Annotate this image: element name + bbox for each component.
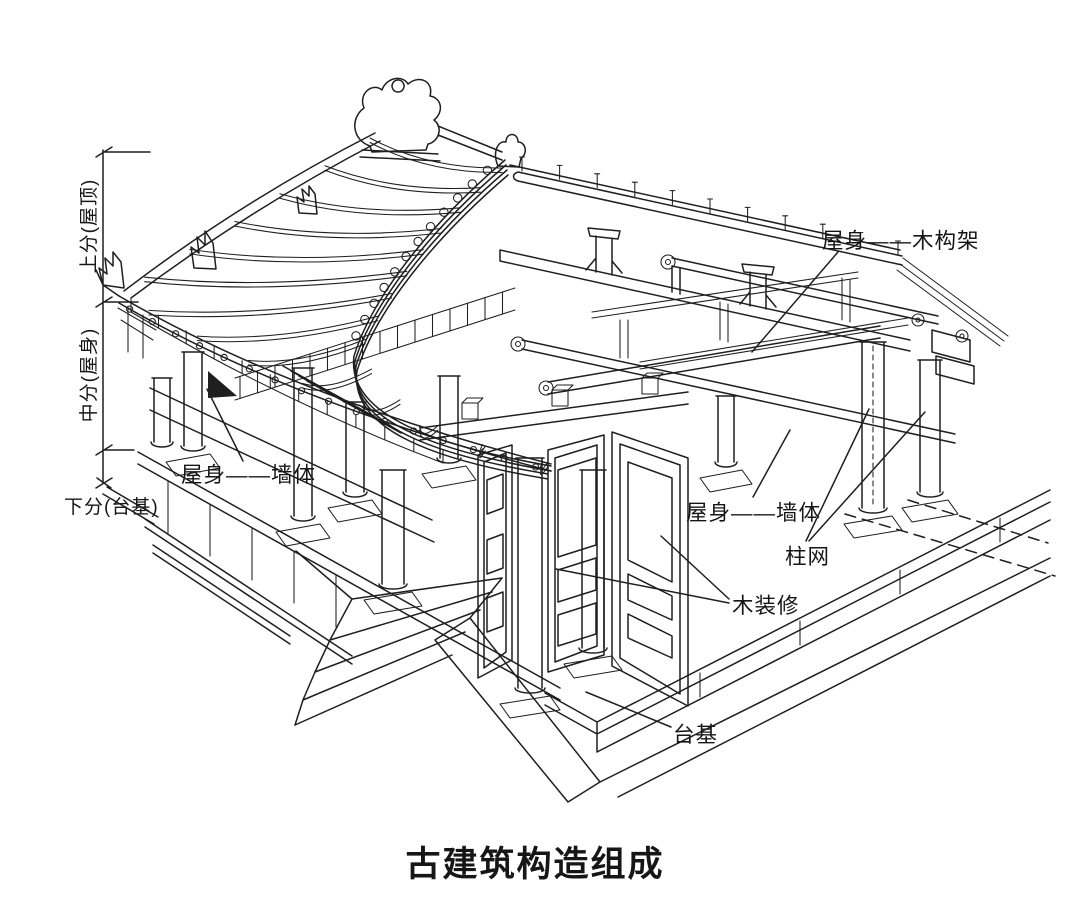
wall-joint-ticks	[167, 480, 337, 628]
mid-purlin	[671, 257, 939, 325]
label-wall-right: 屋身——墙体	[686, 501, 821, 525]
corner-bracket	[117, 306, 157, 359]
walls	[137, 387, 561, 701]
lattice-doors	[477, 431, 689, 707]
timber-frame	[419, 156, 1009, 444]
platform-right-joints	[699, 517, 1001, 698]
tiled-roof	[95, 77, 552, 480]
eave-corner-beast	[95, 251, 125, 297]
frame-struts	[619, 277, 851, 359]
label-column-grid: 柱网	[785, 545, 830, 569]
diagram-title: 古建筑构造组成	[405, 845, 664, 884]
beam-end-blocks	[931, 329, 975, 385]
ridge-crest-icon	[494, 133, 526, 168]
roof-decorations	[125, 165, 540, 471]
tie-beam-main	[547, 325, 881, 395]
columns	[150, 341, 959, 719]
front-architrave	[419, 391, 689, 441]
tie-beam-3	[639, 317, 909, 370]
leader-lines	[206, 251, 926, 728]
wall-base-rail	[137, 451, 561, 701]
tie-beam-2	[591, 271, 859, 319]
architrave-blocks	[461, 372, 664, 420]
door-leaf-b	[547, 434, 605, 673]
column-grid-dashed	[844, 499, 1056, 577]
ridge-purlin	[509, 164, 903, 266]
bracket-band	[130, 311, 444, 464]
purlin-pegs	[518, 156, 902, 256]
dim-label-base-section: 下分(台基)	[64, 496, 159, 518]
dimension-line	[95, 146, 159, 525]
tile-rows	[144, 137, 549, 476]
ground-right-edges	[599, 557, 1051, 798]
stair-left-edge	[294, 598, 353, 726]
label-wood-decoration: 木装修	[732, 594, 800, 618]
short-post-2	[739, 263, 777, 310]
label-wall-left: 屋身——墙体	[181, 463, 316, 487]
door-leaf-a	[477, 444, 513, 679]
eave-purlin	[521, 339, 956, 444]
lower-tier-edges	[144, 518, 353, 665]
ridge-ornament-icon	[354, 77, 503, 162]
short-post-1	[585, 227, 623, 276]
door-leaf-c	[611, 431, 689, 707]
wall-top-edge	[149, 387, 435, 543]
stair-steps	[294, 577, 503, 726]
roof-boards-right	[896, 257, 1009, 347]
porch-rafters	[282, 365, 402, 434]
descending-ridge-band	[352, 159, 552, 480]
stairs	[294, 550, 601, 803]
column-shafts	[150, 341, 944, 694]
hip-ridge	[123, 132, 381, 299]
dimension-axis	[95, 146, 159, 525]
label-roof-frame: 屋身——木构架	[822, 229, 980, 253]
purlin-end-rings	[510, 254, 969, 396]
column-bases	[165, 453, 959, 719]
platform-top-right-edge	[544, 489, 1051, 753]
dim-label-body-section: 中分(屋身)	[78, 328, 100, 423]
dim-label-roof-section: 上分(屋顶)	[78, 179, 100, 274]
stair-ramp	[295, 550, 601, 803]
label-platform: 台基	[673, 723, 718, 747]
eave-shadow	[208, 371, 237, 398]
sheathing-band	[234, 287, 516, 401]
platform	[144, 489, 1056, 803]
